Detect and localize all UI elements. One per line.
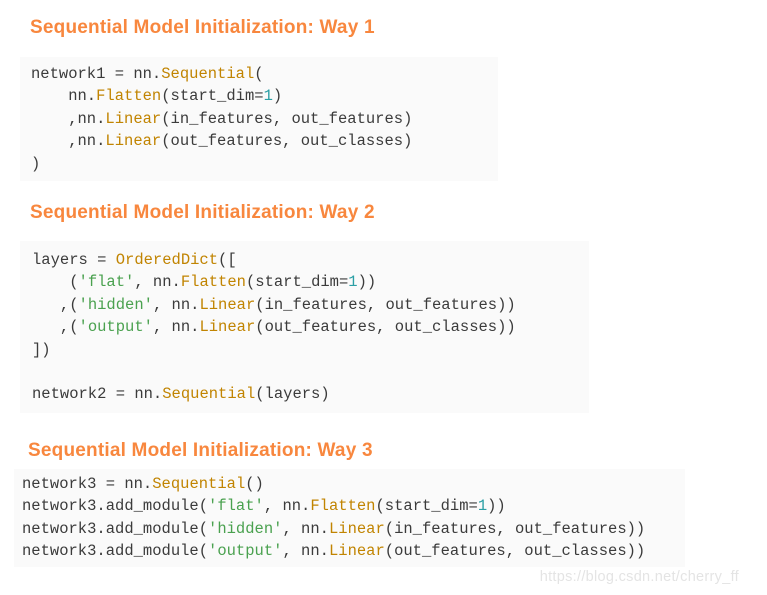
- code-token-plain: ,nn.: [31, 132, 106, 151]
- code-token-func: Sequential: [162, 385, 256, 404]
- code-token-plain: , nn.: [282, 542, 329, 561]
- code-token-func: OrderedDict: [115, 251, 219, 270]
- section-heading-way1: Sequential Model Initialization: Way 1: [30, 17, 375, 38]
- code-token-plain: (out_features, out_classes): [161, 132, 413, 151]
- code-line: [32, 361, 577, 383]
- code-token-num: 1: [263, 87, 273, 106]
- code-token-plain: network3 = nn.: [22, 474, 153, 493]
- code-token-plain: , nn.: [282, 519, 329, 538]
- code-token-func: Linear: [328, 519, 385, 538]
- code-token-plain: network1 = nn.: [31, 65, 162, 83]
- code-line: network3.add_module('flat', nn.Flatten(s…: [22, 495, 675, 517]
- code-token-str: 'hidden': [78, 295, 153, 314]
- code-token-plain: ): [31, 154, 41, 173]
- code-token-func: Flatten: [96, 87, 162, 106]
- code-line: ]): [32, 339, 577, 361]
- csdn-watermark: https://blog.csdn.net/cherry_ff: [539, 569, 739, 585]
- code-token-plain: nn.: [31, 87, 97, 106]
- code-token-func: Linear: [105, 109, 162, 128]
- code-token-str: 'output': [208, 542, 283, 561]
- code-token-func: Flatten: [310, 497, 376, 516]
- code-token-str: 'flat': [78, 273, 135, 292]
- code-token-plain: network3.add_module(: [22, 519, 209, 538]
- code-block-way3: network3 = nn.Sequential()network3.add_m…: [14, 468, 685, 567]
- section-heading-way2: Sequential Model Initialization: Way 2: [30, 202, 375, 224]
- code-token-plain: (in_features, out_features)): [384, 519, 646, 538]
- code-token-func: Linear: [199, 318, 256, 337]
- code-token-plain: (in_features, out_features): [161, 109, 413, 128]
- code-token-plain: (start_dim=: [161, 87, 264, 106]
- code-token-plain: ,(: [32, 295, 79, 314]
- code-line: ,('output', nn.Linear(out_features, out_…: [32, 316, 577, 338]
- code-token-plain: , nn.: [263, 497, 311, 516]
- code-token-plain: network3.add_module(: [22, 497, 209, 516]
- code-line: layers = OrderedDict([: [32, 249, 577, 271]
- section-heading-way3: Sequential Model Initialization: Way 3: [28, 439, 373, 461]
- code-token-plain: (start_dim=: [375, 497, 478, 516]
- code-token-plain: layers =: [32, 251, 116, 270]
- code-line: ): [31, 153, 486, 175]
- code-token-plain: ,(: [32, 318, 79, 337]
- code-line: network1 = nn.Sequential(: [31, 63, 486, 85]
- code-token-plain: (: [32, 273, 79, 292]
- code-token-plain: (): [245, 474, 264, 493]
- code-line: ('flat', nn.Flatten(start_dim=1)): [32, 271, 577, 293]
- code-token-plain: (in_features, out_features)): [255, 295, 516, 314]
- code-line: nn.Flatten(start_dim=1): [31, 85, 486, 107]
- code-token-num: 1: [477, 497, 488, 516]
- code-token-plain: (out_features, out_classes)): [384, 542, 646, 561]
- code-token-func: Linear: [199, 295, 256, 314]
- code-line: network3.add_module('output', nn.Linear(…: [22, 540, 675, 562]
- code-token-str: 'output': [78, 318, 153, 337]
- code-token-plain: network2 = nn.: [32, 385, 163, 404]
- code-token-plain: ([: [218, 251, 237, 270]
- code-token-plain: )): [487, 497, 506, 516]
- code-token-plain: (: [254, 65, 264, 83]
- code-token-str: 'flat': [208, 497, 264, 516]
- code-token-func: Flatten: [180, 273, 246, 292]
- code-token-plain: ]): [32, 340, 51, 359]
- code-block-way1: network1 = nn.Sequential( nn.Flatten(sta…: [20, 57, 498, 182]
- code-line: network3 = nn.Sequential(): [22, 473, 675, 495]
- code-token-func: Sequential: [161, 65, 255, 83]
- code-token-num: 1: [348, 273, 358, 292]
- code-token-plain: network3.add_module(: [22, 542, 209, 561]
- code-token-plain: , nn.: [152, 318, 200, 337]
- code-token-plain: (layers): [255, 385, 330, 404]
- code-token-plain: )): [357, 273, 377, 292]
- code-token-func: Linear: [105, 132, 162, 151]
- code-line: ,nn.Linear(out_features, out_classes): [31, 130, 486, 152]
- code-token-func: Linear: [328, 542, 385, 561]
- code-line: ,('hidden', nn.Linear(in_features, out_f…: [32, 294, 577, 316]
- code-token-plain: (start_dim=: [245, 273, 349, 292]
- code-block-way2: layers = OrderedDict([ ('flat', nn.Flatt…: [20, 241, 589, 413]
- code-line: network2 = nn.Sequential(layers): [32, 383, 577, 405]
- code-token-plain: , nn.: [134, 273, 181, 292]
- code-token-plain: , nn.: [152, 295, 200, 314]
- article-body: Sequential Model Initialization: Way 1 n…: [14, 17, 685, 567]
- code-token-plain: (out_features, out_classes)): [255, 318, 516, 337]
- code-token-plain: ,nn.: [31, 109, 106, 128]
- code-token-plain: ): [272, 87, 283, 106]
- code-line: network3.add_module('hidden', nn.Linear(…: [22, 518, 675, 540]
- code-token-func: Sequential: [152, 474, 246, 493]
- code-token-str: 'hidden': [208, 519, 283, 538]
- code-line: ,nn.Linear(in_features, out_features): [31, 108, 486, 130]
